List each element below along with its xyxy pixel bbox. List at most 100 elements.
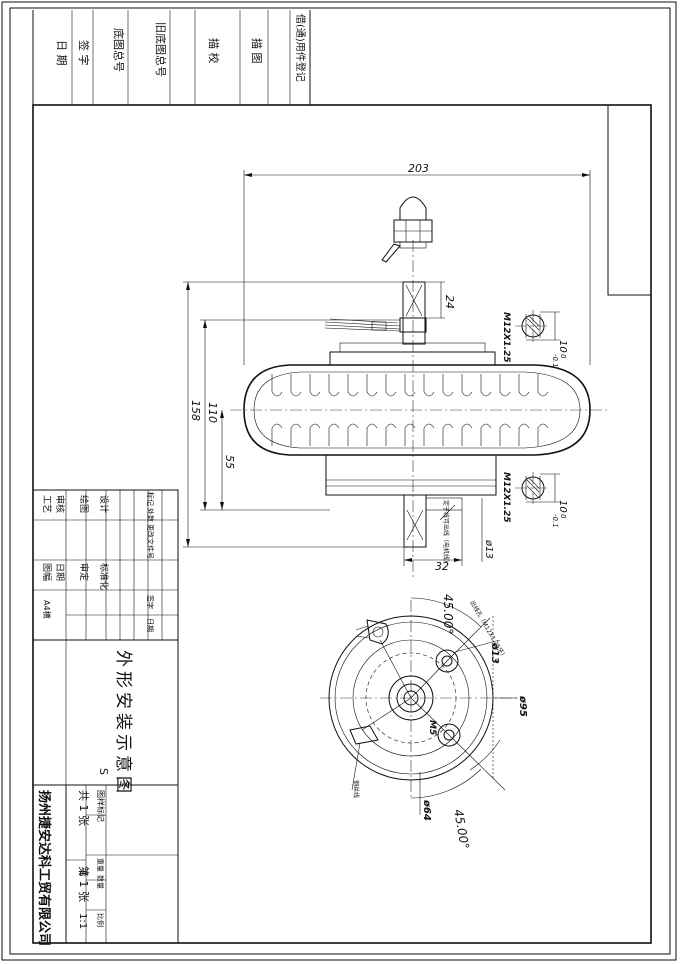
dim-height-158: 158 — [189, 400, 202, 421]
mount-hole-top — [435, 649, 459, 673]
tire-outline — [243, 364, 591, 456]
hub-bolt-circle — [365, 652, 457, 744]
sheets-total: 共 1 张 — [77, 790, 90, 826]
tread-hook — [328, 374, 340, 397]
dim-height-110: 110 — [206, 402, 219, 423]
role-review: 审核 — [54, 495, 66, 513]
company-name: 扬州捷安达科工贸有限公司 — [36, 790, 52, 946]
scale-value: 1:1 — [77, 913, 88, 929]
role-design: 设计 — [98, 495, 110, 513]
flat-dim-bottom: 10 — [557, 500, 568, 513]
reg-base-no-label: 底图总号 — [112, 28, 126, 72]
rev-header-date: 日期 — [146, 618, 154, 632]
tread-hook — [537, 423, 549, 446]
tread-hook — [271, 423, 283, 446]
tread-hook — [385, 423, 397, 446]
tread-hook — [480, 423, 492, 446]
front-m5: M5 — [427, 720, 437, 735]
rev-header-sign: 签字 — [146, 595, 155, 609]
axle-nut — [381, 196, 433, 263]
thread-label-bottom: M12X1.25 — [501, 472, 511, 523]
front-view — [320, 597, 525, 815]
qty-label: 数量 — [96, 875, 105, 889]
dim-dia-13-side: ø13 — [483, 539, 494, 559]
side-notch-box — [607, 105, 651, 296]
role-process: 工艺 — [41, 495, 52, 513]
tread-hook — [271, 374, 283, 397]
hub-flange-top — [329, 351, 496, 366]
front-dia-64: ø64 — [421, 799, 432, 821]
front-dia-95: ø95 — [517, 695, 528, 717]
reg-trace-label: 描 图 — [250, 38, 264, 64]
rev-header-mark: 标记 — [146, 492, 155, 506]
stage-label: 图样标记 — [96, 790, 106, 822]
front-dia-13: ø13 — [489, 642, 500, 664]
reg-borrow-label: 借(通)用件登记 — [294, 14, 307, 82]
flat-tol-bottom-lower: -0.1 — [551, 514, 559, 528]
hub-flange-bottom — [325, 454, 497, 496]
sheet-number: 第 1 张 — [77, 866, 91, 902]
cable-bundle — [324, 318, 401, 332]
format-a4: A4横 — [42, 600, 52, 619]
tread-hook — [347, 374, 359, 397]
flat-tol-top-upper: 0 — [559, 354, 567, 359]
tread-hook — [480, 374, 492, 397]
thread-section-bottom — [515, 472, 560, 505]
tread-hook — [309, 374, 321, 397]
rev-header-count: 处数 — [146, 508, 155, 522]
dim-axle-24: 24 — [443, 295, 456, 309]
tread-hook — [290, 423, 302, 446]
tread-hook — [385, 374, 397, 397]
tread-hook — [366, 374, 378, 397]
front-angle-top: 45.00° — [441, 594, 455, 634]
axle-top — [402, 281, 426, 345]
front-note-top: 出线孔（M12X1.25牙） — [468, 599, 508, 660]
tread-hook — [499, 423, 511, 446]
tread-hook — [404, 374, 416, 397]
dim-axle-32: 32 — [435, 560, 449, 573]
stage-value: S — [97, 768, 110, 775]
reg-trace-check-label: 描 校 — [207, 38, 221, 64]
tread-hook — [461, 423, 473, 446]
tread-hook — [518, 423, 530, 446]
role-approve: 审定 — [78, 563, 90, 581]
front-note-bottom: 钢丝线 — [352, 780, 360, 798]
mount-hole-bottom — [437, 723, 461, 747]
inner-frame — [9, 7, 671, 955]
tread-hook — [309, 423, 321, 446]
role-format: 图幅 — [41, 563, 53, 581]
tread-hook — [499, 374, 511, 397]
axle-bottom — [403, 494, 427, 548]
rev-header-file: 更改文件号 — [146, 524, 155, 559]
tread-hook — [423, 374, 435, 397]
tread-hook — [328, 423, 340, 446]
tread-hook — [442, 423, 454, 446]
reg-date-label: 日 期 — [55, 40, 68, 66]
drawing-title: 外形安装示意图 — [113, 650, 133, 797]
thread-label-top: M12X1.25 — [501, 312, 511, 363]
title-block — [32, 489, 179, 944]
tread-hook — [404, 423, 416, 446]
role-date: 日期 — [54, 563, 65, 581]
tread-hook — [461, 374, 473, 397]
side-lead-note: 定子线可出线（电机线） — [442, 500, 450, 566]
tread-hook — [423, 423, 435, 446]
dim-height-55: 55 — [223, 455, 236, 469]
tread-hook — [290, 374, 302, 397]
flat-tol-top-lower: -0.1 — [551, 354, 559, 368]
tread-hook — [537, 374, 549, 397]
top-registration-block: 日 期 签 字 底图总号 旧底图总号 描 校 描 图 借(通)用件登记 — [32, 10, 311, 105]
flat-tol-bottom-upper: 0 — [559, 514, 567, 519]
reg-sign-label: 签 字 — [77, 40, 91, 66]
tread-hook — [442, 374, 454, 397]
side-view: 203 158 110 55 24 32 ø13 定子线可出线（电机线） — [183, 162, 610, 580]
tread-hook — [518, 374, 530, 397]
role-standard: 标准化 — [98, 563, 110, 590]
role-drawing: 绘图 — [78, 495, 90, 513]
weight-label: 重量 — [96, 858, 104, 872]
qty-value: 1 — [77, 870, 88, 876]
tread-hook — [366, 423, 378, 446]
tread-hook — [347, 423, 359, 446]
